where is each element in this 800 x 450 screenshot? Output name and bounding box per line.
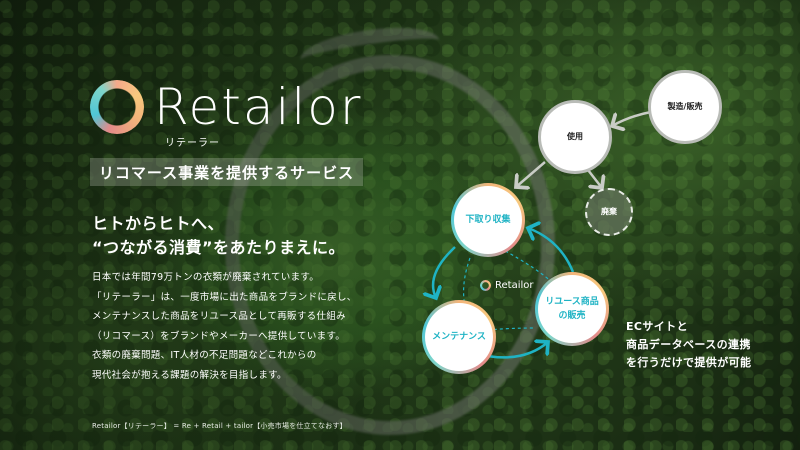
node-manufacture-sales: 製造/販売 [648, 70, 722, 144]
node-label: の販売 [558, 311, 586, 321]
node-trade-in-collection: 下取り収集 [451, 183, 525, 257]
description-line: メンテナンスした商品をリユース品として再販する仕組み [92, 311, 346, 322]
node-label: 下取り収集 [465, 215, 511, 225]
node-maintenance: メンテナンス [422, 300, 496, 374]
ec-note-line: を行うだけで提供が可能 [626, 356, 752, 369]
description-line: 「リテーラー」は、一度市場に出た商品をブランドに戻し、 [92, 291, 357, 303]
name-origin-footnote: Retailor【リテーラー】 = Re + Retail + tailor【小… [92, 422, 347, 430]
node-label: メンテナンス [432, 332, 486, 342]
brand-logo: Retailor [90, 80, 362, 134]
node-label: 廃棄 [601, 207, 617, 216]
headline: ヒトからヒトへ、 “つながる消費”をあたりまえに。 [92, 212, 345, 260]
description-line: 現代社会が抱える課題の解決を目指します。 [92, 369, 287, 381]
logo-kana: リテーラー [165, 138, 220, 149]
ec-note-line: 商品データベースの連携 [626, 338, 751, 351]
description-line: 衣類の廃棄問題、IT人材の不足問題などこれからの [92, 350, 317, 361]
description-line: （リコマース）をブランドやメーカーへ提供しています。 [92, 330, 346, 342]
node-label: 製造/販売 [667, 102, 703, 111]
node-label: 使用 [567, 132, 583, 141]
logo-ring-icon [90, 80, 144, 134]
node-use: 使用 [538, 100, 612, 174]
center-logo: Retailor [480, 280, 534, 291]
ec-note-line: ECサイトと [626, 320, 688, 333]
tagline-text: リコマース事業を提供するサービス [98, 163, 355, 182]
node-label: リユース商品 [545, 297, 599, 307]
ec-integration-note: ECサイトと 商品データベースの連携 を行うだけで提供が可能 [626, 318, 751, 372]
node-reuse-sales: リユース商品 の販売 [535, 272, 609, 346]
logo-wordmark: Retailor [154, 78, 363, 136]
headline-line-1: ヒトからヒトへ、 [92, 214, 225, 233]
tagline-banner: リコマース事業を提供するサービス [90, 158, 363, 186]
logo-ring-icon [480, 280, 491, 291]
headline-line-2: “つながる消費”をあたりまえに。 [92, 238, 346, 257]
node-disposal: 廃棄 [585, 188, 633, 236]
description-line: 日本では年間79万トンの衣類が廃棄されています。 [92, 272, 320, 283]
center-logo-text: Retailor [495, 280, 534, 291]
description-paragraph: 日本では年間79万トンの衣類が廃棄されています。 「リテーラー」は、一度市場に出… [92, 268, 357, 385]
